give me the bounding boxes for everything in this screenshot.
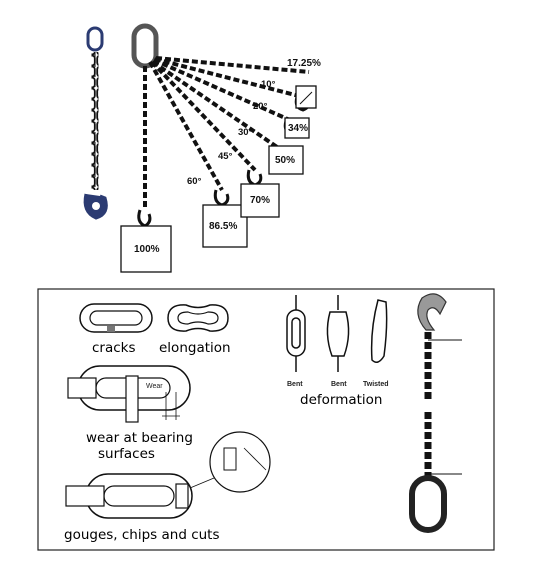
angled-legs <box>148 56 310 191</box>
angle-10: 10° <box>261 79 276 90</box>
load-boxes <box>120 85 317 273</box>
pct-70: 70% <box>250 195 270 206</box>
label-cracks: cracks <box>92 340 136 356</box>
elongation-link <box>167 304 229 332</box>
pct-34: 34% <box>288 123 308 134</box>
sling-angle-illustration: 100% 86.5% 70% 50% 34% 17.25% 10° 20° 30… <box>83 23 321 273</box>
angle-30: 30° <box>238 127 253 138</box>
load-box-100 <box>120 225 172 273</box>
label-deformation: deformation <box>300 392 382 408</box>
label-wear: wear at bearing <box>86 430 193 446</box>
label-elongation: elongation <box>159 340 231 356</box>
crack-link <box>79 303 153 333</box>
vertical-leg <box>137 66 152 228</box>
label-wear-surfaces: surfaces <box>98 446 155 462</box>
load-box-86 <box>202 204 248 248</box>
load-box-70 <box>240 183 280 218</box>
wear-link <box>67 365 191 423</box>
load-box-50 <box>268 145 304 175</box>
gouge-link <box>65 431 271 519</box>
load-box-17 <box>295 85 317 109</box>
angle-60: 60° <box>187 176 202 187</box>
pct-50: 50% <box>275 155 295 166</box>
sling-angles: 10° 20° 30° 45° 60° <box>187 79 276 187</box>
load-box-34 <box>284 117 310 139</box>
label-bent-2: Bent <box>331 381 347 388</box>
hook-chain-assembly <box>409 293 462 533</box>
label-twisted: Twisted <box>363 381 389 388</box>
label-bent-1: Bent <box>287 381 303 388</box>
pct-86-5: 86.5% <box>209 221 237 232</box>
label-gouges: gouges, chips and cuts <box>64 527 220 543</box>
angle-20: 20° <box>253 101 268 112</box>
angle-45: 45° <box>218 151 233 162</box>
load-percentages: 100% 86.5% 70% 50% 34% 17.25% <box>134 58 321 255</box>
pct-17-25: 17.25% <box>287 58 321 69</box>
pct-100: 100% <box>134 244 160 255</box>
deformation-links <box>286 295 388 372</box>
master-link <box>131 23 159 69</box>
single-leg-sling <box>83 26 108 220</box>
wear-tag: Wear <box>146 383 163 390</box>
